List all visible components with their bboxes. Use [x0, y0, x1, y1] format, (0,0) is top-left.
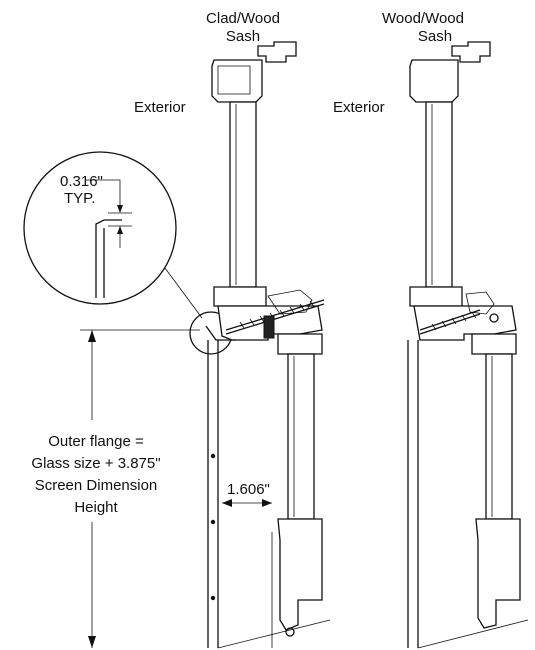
clad-flange-top [205, 325, 236, 341]
gap-dimension-label: 1.606" [227, 481, 270, 498]
clad-lower-glass [287, 353, 315, 520]
wood-lock-knob [489, 313, 499, 323]
flange-label-line2: Glass size + 3.875" [31, 455, 160, 472]
clad-lower-top-rail [277, 333, 323, 355]
wood-screw-threads [431, 311, 477, 331]
clad-sill-line [217, 619, 331, 649]
wood-lower-glass [485, 353, 513, 520]
wood-lower-bottom-rail [475, 518, 521, 629]
detail-flange-outer [95, 219, 122, 298]
clad-upper-bottom-rail [213, 286, 267, 307]
detail-circle [23, 151, 177, 305]
wood-upper-bottom-rail [409, 286, 463, 307]
detail-leader-line [164, 267, 203, 319]
wood-lower-top-rail [471, 333, 517, 355]
detail-callout: 0.316" TYP. [23, 151, 203, 319]
clad-lock-mechanism [267, 289, 313, 315]
wood-upper-rail [409, 59, 459, 103]
detail-arrow-up [117, 226, 123, 234]
wood-sash-title-line2: Sash [418, 28, 452, 45]
detail-dimension-value: 0.316" [60, 173, 103, 190]
flange-arrow-top [88, 330, 96, 342]
exterior-label-left: Exterior [134, 99, 186, 116]
wood-screw-1b [419, 313, 481, 335]
gap-arrow-left [222, 499, 232, 507]
exterior-label-right: Exterior [333, 99, 385, 116]
outer-flange-dimension: Outer flange = Glass size + 3.875" Scree… [31, 329, 200, 648]
flange-label-line3: Screen Dimension [35, 477, 158, 494]
clad-upper-glass [229, 101, 257, 288]
clad-outer-flange [207, 340, 219, 648]
gap-arrow-right [262, 499, 272, 507]
clad-lower-bottom-rail [277, 518, 323, 631]
wood-sill-line [417, 619, 529, 649]
wood-upper-glass [425, 101, 453, 288]
flange-label-line1: Outer flange = [48, 433, 144, 450]
clad-head-bracket [257, 41, 297, 63]
wood-outer-flange [407, 340, 419, 648]
flange-arrow-bottom [88, 636, 96, 648]
clad-flange-dot-3 [210, 595, 216, 601]
flange-label-line4: Height [74, 499, 118, 516]
wood-sash-title-line1: Wood/Wood [382, 10, 464, 27]
clad-upper-rail-inner [217, 65, 251, 95]
wood-screw-1 [419, 309, 481, 331]
wood-lock-mechanism [465, 291, 495, 315]
clad-flange-dot-2 [210, 519, 216, 525]
clad-fastener [263, 315, 275, 339]
detail-dimension-note: TYP. [64, 190, 95, 207]
wood-head-bracket [451, 41, 491, 63]
clad-wood-sash-section [205, 41, 331, 649]
clad-sash-title-line2: Sash [226, 28, 260, 45]
clad-sash-title-line1: Clad/Wood [206, 10, 280, 27]
gap-dimension: 1.606" [222, 481, 272, 507]
clad-bottom-screw [285, 627, 295, 637]
detail-dim-leader [86, 179, 121, 210]
clad-screw-1b [225, 303, 325, 335]
wood-wood-sash-section [407, 41, 529, 649]
detail-arrow-down [117, 205, 123, 213]
clad-flange-dot-1 [210, 453, 216, 459]
